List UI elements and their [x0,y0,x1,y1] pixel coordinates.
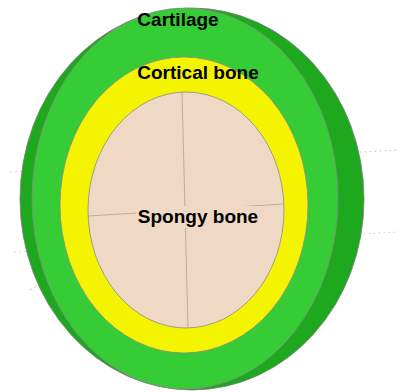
layer-ellipse [32,8,338,389]
layer-label: Cartilage [137,9,218,31]
layer-ellipse [60,57,308,353]
layer-ellipse [88,92,284,328]
spongy-bone-core: Spongy bone [88,92,284,328]
layer-label: Spongy bone [136,206,260,228]
cartilage-layer: CartilageCortical boneSpongy bone [32,8,338,389]
cortical-bone-layer: Cortical boneSpongy bone [60,57,308,353]
cartilage-side-face [20,8,364,390]
layer-label: Cortical bone [137,62,258,84]
